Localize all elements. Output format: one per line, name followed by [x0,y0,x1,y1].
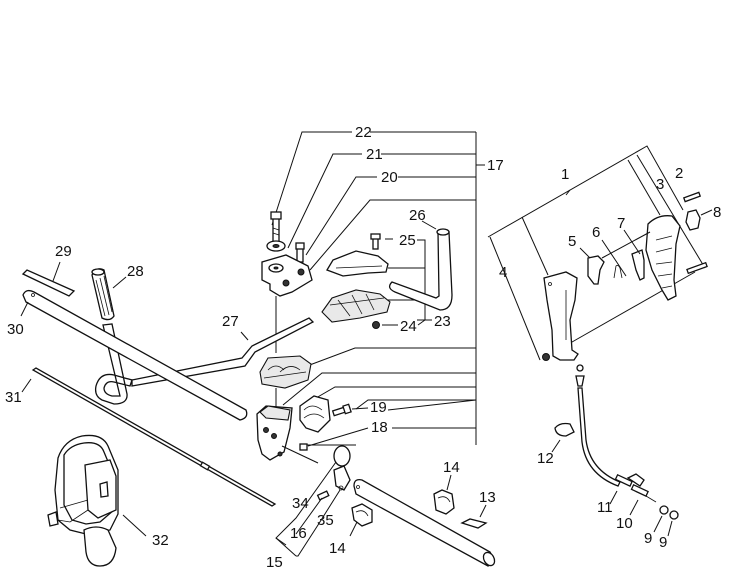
drive-shaft-31 [31,367,277,507]
callout-label-10: 10 [616,515,633,532]
screw-2 [682,191,702,203]
callout-label-4: 4 [499,264,507,281]
callout-label-35: 35 [317,512,334,529]
callout-lines-17 [271,131,485,446]
callout-label-25: 25 [399,232,416,249]
ring-34 [333,445,351,467]
callout-label-1: 1 [561,166,569,183]
callout-label-9a: 9 [644,530,652,547]
clamp-block-upper [259,355,312,389]
callout-label-3: 3 [656,176,664,193]
handle-clamp-plate [261,254,313,297]
callout-label-7: 7 [617,215,625,232]
nut-9a [659,505,669,515]
callout-label-27: 27 [222,313,239,330]
hanger-clamp-35 [333,465,351,491]
throttle-lockout-5 [587,255,605,285]
callout-label-14-lower: 14 [329,540,346,557]
callout-label-21: 21 [366,146,383,163]
callout-label-30: 30 [7,321,24,338]
clamp-14-lower [351,503,373,527]
throttle-cable-11 [577,387,621,487]
callout-label-31: 31 [5,389,22,406]
callout-label-22: 22 [355,124,372,141]
handle-bar-27 [131,317,315,387]
switch-8 [685,209,701,231]
cable-clamp-12 [554,422,575,437]
callout-label-8: 8 [713,204,721,221]
nut-9b [669,510,679,520]
adjuster-10 [626,473,645,487]
callout-label-20: 20 [381,169,398,186]
callout-label-29: 29 [55,243,72,260]
callout-label-15: 15 [266,554,283,571]
callout-label-6: 6 [592,224,600,241]
grip-cover-lower [321,289,391,323]
square-nut-18 [299,443,308,451]
callout-label-32: 32 [152,532,169,549]
bolt-16 [316,490,330,501]
callout-label-11: 11 [597,499,613,516]
callout-label-17: 17 [487,157,504,174]
callout-label-16: 16 [290,525,307,542]
grip-28 [91,268,115,321]
callout-label-9b: 9 [659,534,667,551]
screw-25 [370,233,381,250]
throttle-trigger-7 [631,249,645,281]
nut-4 [542,353,550,361]
handle-half-right-3 [645,215,681,301]
clamp-14-upper [433,489,455,515]
shaft-tube-30 [22,289,248,421]
callout-label-23: 23 [434,313,451,330]
callout-label-26: 26 [409,207,426,224]
callout-label-5: 5 [568,233,576,250]
callout-label-18: 18 [371,419,388,436]
callout-label-28: 28 [127,263,144,280]
label-29 [21,269,76,297]
callout-label-14-upper: 14 [443,459,460,476]
bolt-19 [331,403,352,417]
callout-label-13: 13 [479,489,496,506]
screw-lower [686,261,708,275]
handle-bar-26 [388,231,453,311]
callout-label-2: 2 [675,165,683,182]
callout-label-12: 12 [537,450,554,467]
callout-label-34: 34 [292,495,309,512]
nut-24 [372,321,380,329]
bolt-20 [295,242,305,263]
bolt-22 [270,211,282,243]
grip-cover-upper [326,250,389,277]
label-13 [460,518,488,529]
harness-32 [47,434,119,567]
spring-6 [613,264,623,279]
handle-loop [94,323,133,405]
callout-label-24: 24 [400,318,417,335]
handle-half-left-4 [543,271,579,361]
callout-label-19: 19 [370,399,387,416]
